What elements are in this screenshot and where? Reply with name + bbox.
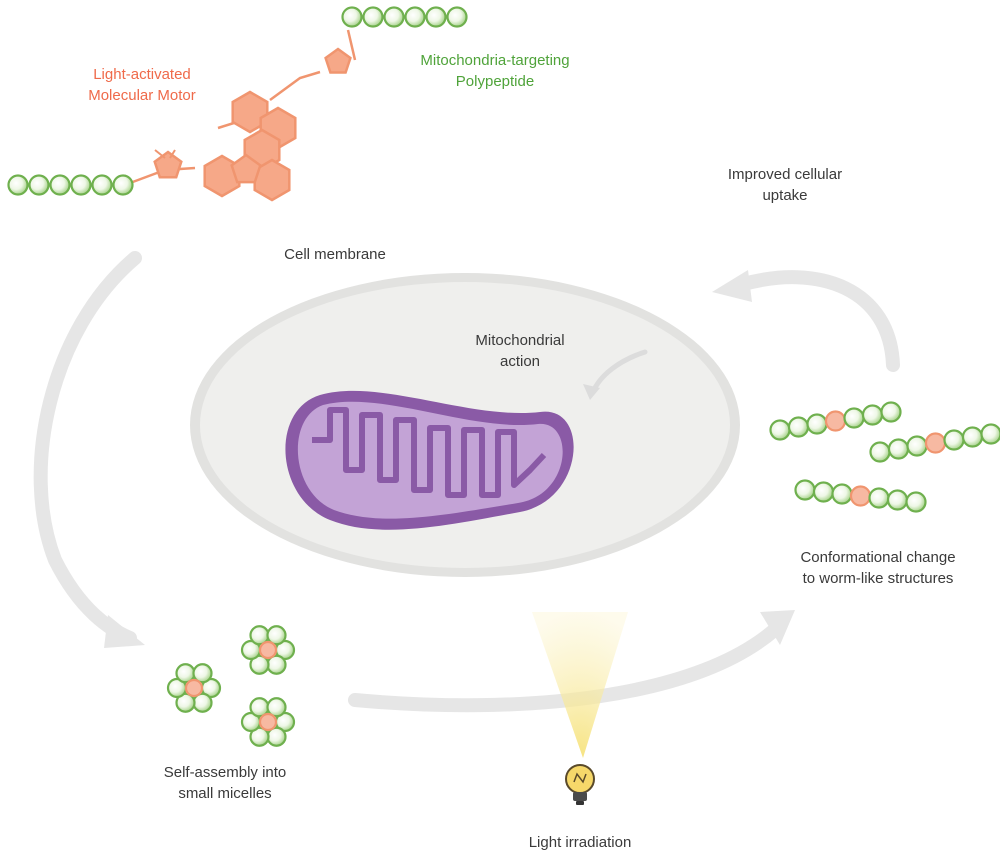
mitochondrion xyxy=(285,390,574,530)
peptide-bead xyxy=(906,435,928,457)
micelle xyxy=(166,663,222,713)
peptide-bead xyxy=(175,692,196,713)
peptide-bead xyxy=(769,419,791,441)
peptide-bead xyxy=(943,429,965,451)
cycle-arrow-left xyxy=(33,251,145,648)
peptide-bead xyxy=(112,174,134,196)
peptide-bead xyxy=(249,654,270,675)
peptide-bead xyxy=(787,416,810,438)
motor-bead xyxy=(258,640,278,660)
peptide-bead xyxy=(861,404,884,426)
peptide-bead xyxy=(886,489,909,511)
peptide-bead xyxy=(843,407,865,429)
methyl-bond xyxy=(154,149,176,159)
peptide-bead xyxy=(70,174,92,196)
peptide-bead xyxy=(980,423,1000,445)
peptide-bead xyxy=(831,483,853,505)
peptide-bead xyxy=(362,6,384,28)
motor-bead xyxy=(924,432,947,454)
molecule-structure xyxy=(7,6,468,202)
worm-structures xyxy=(769,401,1000,513)
peptide-bead xyxy=(383,6,405,28)
motor-bead xyxy=(258,712,278,732)
peptide-bead xyxy=(7,174,29,196)
motor-bead xyxy=(184,678,204,698)
micelle xyxy=(240,625,296,675)
light-beam xyxy=(532,612,628,758)
peptide-bead xyxy=(91,174,113,196)
motor-bead xyxy=(824,410,847,432)
worm-structure xyxy=(794,479,927,513)
linker-pentagon xyxy=(230,153,262,184)
peptide-bead xyxy=(869,441,891,463)
molecular-motor-ring xyxy=(231,90,269,134)
peptide-bead xyxy=(404,6,426,28)
light-bulb-icon xyxy=(565,764,595,805)
peptide-bead xyxy=(806,413,828,435)
peptide-bead xyxy=(266,697,287,718)
peptide-bead xyxy=(905,491,927,513)
micelle xyxy=(240,697,296,747)
peptide-bead xyxy=(266,625,287,646)
light-label: Light irradiation xyxy=(528,834,632,851)
peptide-bead xyxy=(249,726,270,747)
peptide-bead xyxy=(880,401,902,423)
peptide-bead xyxy=(812,481,835,503)
membrane-label: Cell membrane xyxy=(284,246,386,263)
peptide-bead xyxy=(446,6,468,28)
bond xyxy=(346,29,357,61)
motor-bead xyxy=(849,485,872,507)
peptide-bead xyxy=(49,174,71,196)
worm-structure xyxy=(869,423,1000,463)
worm-structure xyxy=(769,401,902,441)
peptide-bead xyxy=(28,174,50,196)
peptide-bead xyxy=(868,487,890,509)
mito-action-arrow xyxy=(583,349,648,400)
peptide-bead xyxy=(794,479,816,501)
micelles xyxy=(166,625,296,747)
peptide-bead xyxy=(341,6,363,28)
peptide-bead xyxy=(425,6,447,28)
bond xyxy=(269,70,321,102)
linker-pentagon xyxy=(324,47,352,74)
linker-pentagon xyxy=(153,150,183,179)
cycle-arrow-uptake xyxy=(712,270,900,372)
peptide-bead xyxy=(887,438,910,460)
peptide-bead xyxy=(961,426,984,448)
peptide-bead xyxy=(192,663,213,684)
